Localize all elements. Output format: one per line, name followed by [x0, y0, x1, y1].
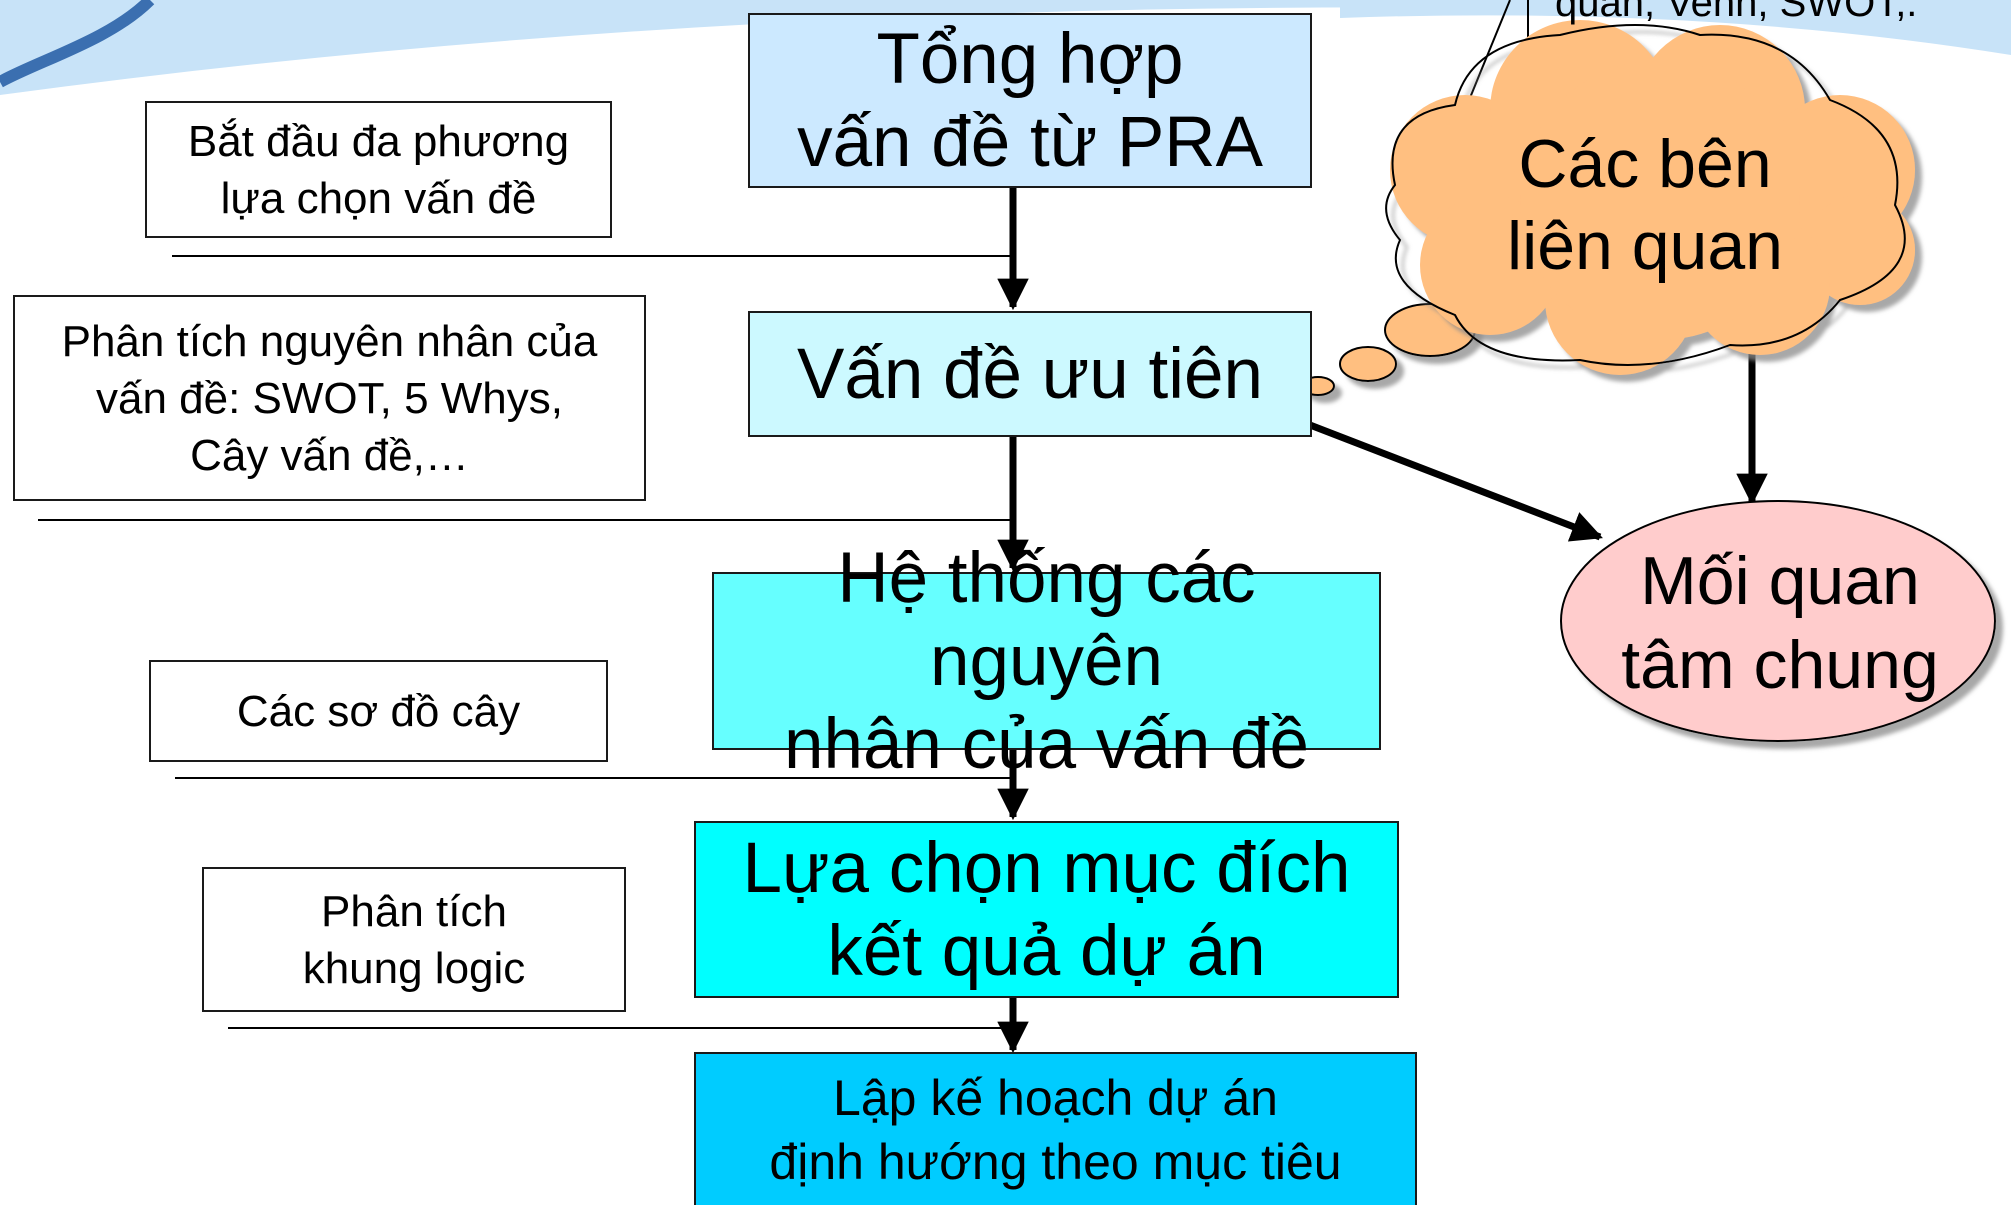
common-concern-ellipse	[1560, 500, 1996, 742]
flow-box-project-planning: Lập kế hoạch dự án định hướng theo mục t…	[694, 1052, 1417, 1205]
note-logframe-analysis: Phân tích khung logic	[202, 867, 626, 1012]
banner-decoration-right	[1340, 0, 2011, 55]
cloud-label: Các bên liên quan	[1506, 126, 1784, 284]
banner-decoration	[0, 0, 1500, 95]
flow-box-select-goals: Lựa chọn mục đích kết quả dự án	[694, 821, 1399, 998]
flow-box-synthesize-problems: Tổng hợp vấn đề từ PRA	[748, 13, 1312, 188]
note-cause-analysis: Phân tích nguyên nhân của vấn đề: SWOT, …	[13, 295, 646, 501]
note-start-multi-method: Bắt đầu đa phương lựa chọn vấn đề	[145, 101, 612, 238]
top-callout-text: quan, Venn, SWOT,.	[1555, 0, 1918, 25]
ellipse-label: Mối quan tâm chung	[1621, 542, 1939, 703]
arrow-priority-to-concern	[1308, 421, 1603, 542]
note-tree-diagrams: Các sơ đồ cây	[149, 660, 608, 762]
flow-box-priority-problem: Vấn đề ưu tiên	[748, 311, 1312, 437]
stakeholder-cloud	[1385, 20, 1915, 375]
flow-box-cause-system: Hệ thống các nguyên nhân của vấn đề	[712, 539, 1381, 784]
logo-arc	[0, 0, 155, 88]
